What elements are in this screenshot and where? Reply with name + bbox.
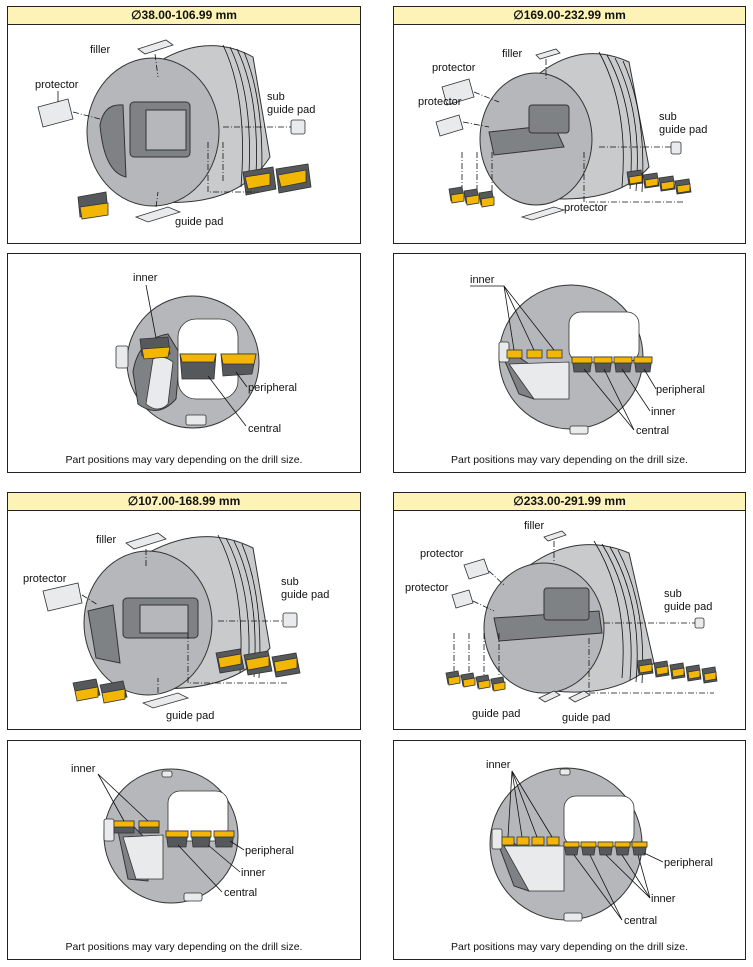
label-protector-2: protector: [418, 96, 462, 108]
sub-guide-pad-part: [670, 141, 682, 155]
inner-insert-group: [72, 678, 128, 704]
label-inner: inner: [71, 763, 96, 775]
label-central: central: [248, 423, 281, 435]
label-sub: sub: [281, 576, 299, 588]
inner-inserts: [506, 349, 563, 359]
filler-part: [125, 532, 167, 550]
guide-pad-part: [141, 692, 190, 709]
peripheral-insert-group: [215, 648, 301, 678]
sub-guide-pad-part: [282, 612, 298, 628]
label-inner-2: inner: [241, 867, 266, 879]
label-sub-guide-pad: guide pad: [664, 601, 712, 613]
inner-insert-group: [448, 186, 495, 208]
caption: Part positions may vary depending on the…: [65, 454, 303, 466]
label-inner-2: inner: [651, 893, 676, 905]
exploded-drill-diagram: filler protector protector sub guide pad…: [405, 520, 718, 724]
label-guide-pad: guide pad: [175, 216, 223, 228]
caption: Part positions may vary depending on the…: [65, 941, 303, 953]
drill-face-diagram: inner peripheral inner central: [486, 759, 713, 927]
drill-face-diagram: inner peripheral inner central: [470, 274, 705, 437]
panel-drill-169-232: ∅169.00-232.99 mm: [393, 6, 746, 244]
sub-guide-pad-part: [694, 617, 705, 629]
exploded-drill-diagram: filler protector protector sub guide pad…: [418, 48, 707, 221]
panel-title: ∅107.00-168.99 mm: [8, 493, 360, 511]
label-sub-guide-pad: guide pad: [267, 104, 315, 116]
caption: Part positions may vary depending on the…: [451, 941, 688, 953]
exploded-drill-diagram: filler protector sub guide pad guide pad: [35, 39, 315, 228]
inner-inserts: [501, 836, 560, 846]
label-sub: sub: [659, 111, 677, 123]
label-sub-guide-pad: guide pad: [281, 589, 329, 601]
protector-part-2: [451, 589, 474, 609]
panel-face-view-2: inner peripheral inner central Part posi…: [393, 253, 746, 473]
label-guide-pad: guide pad: [166, 710, 214, 722]
outer-inserts: [571, 356, 653, 373]
filler-part: [535, 48, 561, 60]
label-sub-guide-pad: guide pad: [659, 124, 707, 136]
label-protector-1: protector: [432, 62, 476, 74]
label-guide-pad-2: guide pad: [562, 712, 610, 724]
label-inner-2: inner: [651, 406, 676, 418]
label-peripheral: peripheral: [245, 845, 294, 857]
label-peripheral: peripheral: [248, 382, 297, 394]
label-central: central: [624, 915, 657, 927]
filler-part: [137, 39, 174, 55]
filler-part: [543, 530, 567, 542]
inner-insert-group: [445, 670, 506, 692]
label-filler: filler: [90, 44, 111, 56]
label-peripheral: peripheral: [656, 384, 705, 396]
panel-title: ∅233.00-291.99 mm: [394, 493, 745, 511]
label-inner: inner: [486, 759, 511, 771]
protector-part: [42, 582, 83, 612]
peripheral-insert-group: [626, 169, 692, 195]
panel-face-view-4: inner peripheral inner central Part posi…: [393, 740, 746, 960]
label-protector: protector: [23, 573, 67, 585]
label-inner: inner: [133, 272, 158, 284]
protector-part-1: [463, 558, 490, 580]
drill-face-diagram: inner peripheral central: [115, 272, 297, 435]
panel-drill-233-291: ∅233.00-291.99 mm filler p: [393, 492, 746, 730]
panel-title: ∅169.00-232.99 mm: [394, 7, 745, 25]
sub-guide-pad-part: [290, 119, 306, 135]
label-guide-pad-1: guide pad: [472, 708, 520, 720]
guide-pad-part: [134, 206, 182, 223]
guide-pad-part-2: [568, 690, 591, 703]
panel-drill-38-106: ∅38.00-106.99 mm filler protector s: [7, 6, 361, 244]
chip-pocket: [99, 104, 127, 178]
label-central: central: [224, 887, 257, 899]
panel-drill-107-168: ∅107.00-168.99 mm filler protector sub g…: [7, 492, 361, 730]
panel-face-view-3: inner peripheral inner central Part posi…: [7, 740, 361, 960]
label-central: central: [636, 425, 669, 437]
caption: Part positions may vary depending on the…: [451, 454, 688, 466]
exploded-drill-diagram: filler protector sub guide pad guide pad: [23, 532, 329, 722]
label-protector-3: protector: [564, 202, 608, 214]
label-filler: filler: [502, 48, 523, 60]
protector-part-2: [435, 114, 464, 137]
label-filler: filler: [524, 520, 545, 532]
peripheral-insert-group: [636, 658, 718, 684]
panel-title: ∅38.00-106.99 mm: [8, 7, 360, 25]
label-protector: protector: [35, 79, 79, 91]
label-peripheral: peripheral: [664, 857, 713, 869]
guide-pad: [103, 818, 115, 842]
label-inner: inner: [470, 274, 495, 286]
guide-pad-part-1: [538, 690, 561, 703]
panel-face-view-1: inner peripheral central Part positions …: [7, 253, 361, 473]
protector-part-3: [520, 206, 566, 221]
label-sub: sub: [664, 588, 682, 600]
label-filler: filler: [96, 534, 117, 546]
drill-face-diagram: inner peripheral inner central: [71, 763, 294, 904]
protector-part: [37, 98, 74, 128]
label-protector-1: protector: [420, 548, 464, 560]
guide-pad: [115, 345, 129, 369]
outer-inserts: [563, 841, 648, 856]
label-protector-2: protector: [405, 582, 449, 594]
guide-pad: [491, 828, 503, 850]
outer-inserts: [165, 830, 235, 848]
label-sub: sub: [267, 91, 285, 103]
protector-part-1: [441, 78, 475, 106]
